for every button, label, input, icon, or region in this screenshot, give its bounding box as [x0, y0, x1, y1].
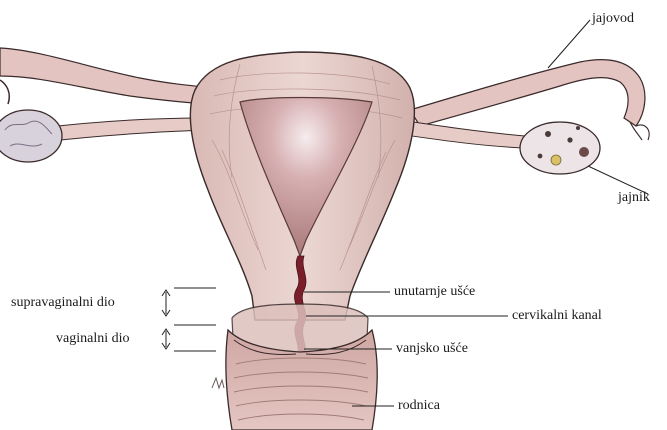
left-fallopian-tube [0, 48, 215, 104]
label-fallopian-tube: jajovod [592, 11, 634, 27]
label-cervical-canal: cervikalni kanal [512, 308, 602, 324]
left-ovarian-ligament [40, 118, 205, 142]
label-supravaginal-part: supravaginalni dio [11, 295, 115, 311]
label-vagina: rodnica [398, 398, 440, 414]
dimension-arrows [162, 290, 170, 349]
right-fallopian-tube [410, 60, 645, 126]
label-external-os: vanjsko ušće [396, 341, 468, 357]
label-internal-os: unutarnje ušće [394, 284, 475, 300]
left-ovary [0, 110, 62, 162]
right-ovarian-ligament [398, 120, 525, 148]
label-vaginal-part: vaginalni dio [56, 331, 130, 347]
label-ovary: jajnik [618, 190, 650, 206]
